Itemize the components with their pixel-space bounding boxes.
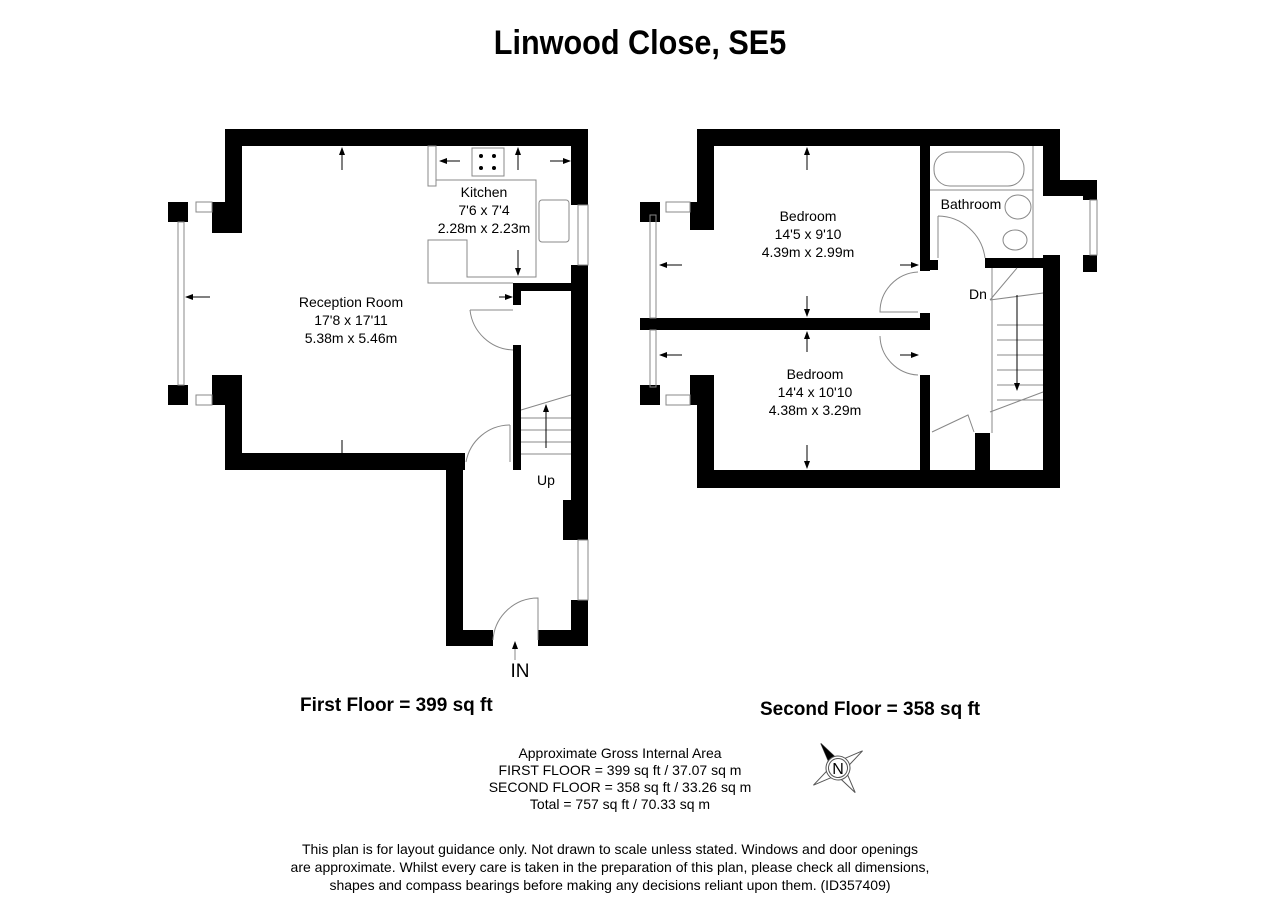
room-metric: 2.28m x 2.23m bbox=[438, 220, 531, 236]
compass-icon: N bbox=[813, 743, 863, 793]
room-name: Bedroom bbox=[787, 366, 844, 382]
hob-icon bbox=[479, 154, 496, 170]
second-floor-plan bbox=[640, 129, 1098, 488]
disclaimer-line: shapes and compass bearings before makin… bbox=[329, 877, 891, 893]
first-floor-walls bbox=[168, 129, 588, 646]
room-imperial: 7'6 x 7'4 bbox=[458, 202, 509, 218]
dimension-arrows bbox=[185, 147, 571, 660]
room-metric: 4.39m x 2.99m bbox=[762, 244, 855, 260]
first-floor-area-label: First Floor = 399 sq ft bbox=[300, 695, 493, 716]
dimension-arrows bbox=[659, 147, 1020, 469]
compass-label: N bbox=[832, 761, 844, 778]
area-heading: Approximate Gross Internal Area bbox=[518, 745, 722, 761]
area-total: Total = 757 sq ft / 70.33 sq m bbox=[529, 796, 711, 812]
second-floor-walls bbox=[640, 129, 1097, 488]
disclaimer-line: are approximate. Whilst every care is ta… bbox=[290, 859, 930, 875]
disclaimer: This plan is for layout guidance only. N… bbox=[290, 840, 930, 894]
second-floor-fixtures bbox=[649, 146, 1098, 433]
area-summary: Approximate Gross Internal Area FIRST FL… bbox=[440, 745, 800, 813]
entrance-label: IN bbox=[511, 661, 530, 682]
room-name: Kitchen bbox=[461, 184, 508, 200]
room-metric: 4.38m x 3.29m bbox=[769, 402, 862, 418]
second-floor-area-label: Second Floor = 358 sq ft bbox=[760, 699, 981, 720]
room-imperial: 14'4 x 10'10 bbox=[778, 384, 853, 400]
room-imperial: 17'8 x 17'11 bbox=[314, 312, 388, 328]
room-name: Bathroom bbox=[941, 196, 1002, 212]
room-name: Bedroom bbox=[780, 208, 837, 224]
room-name: Reception Room bbox=[299, 294, 403, 310]
room-metric: 5.38m x 5.46m bbox=[305, 330, 398, 346]
stairs-label: Dn bbox=[969, 286, 987, 302]
page-title: Linwood Close, SE5 bbox=[493, 24, 787, 62]
disclaimer-line: This plan is for layout guidance only. N… bbox=[301, 841, 919, 857]
area-second-floor: SECOND FLOOR = 358 sq ft / 33.26 sq m bbox=[488, 779, 752, 795]
room-imperial: 14'5 x 9'10 bbox=[775, 226, 842, 242]
first-floor-plan bbox=[168, 129, 589, 660]
area-first-floor: FIRST FLOOR = 399 sq ft / 37.07 sq m bbox=[498, 762, 742, 778]
stairs-label: Up bbox=[537, 472, 555, 488]
